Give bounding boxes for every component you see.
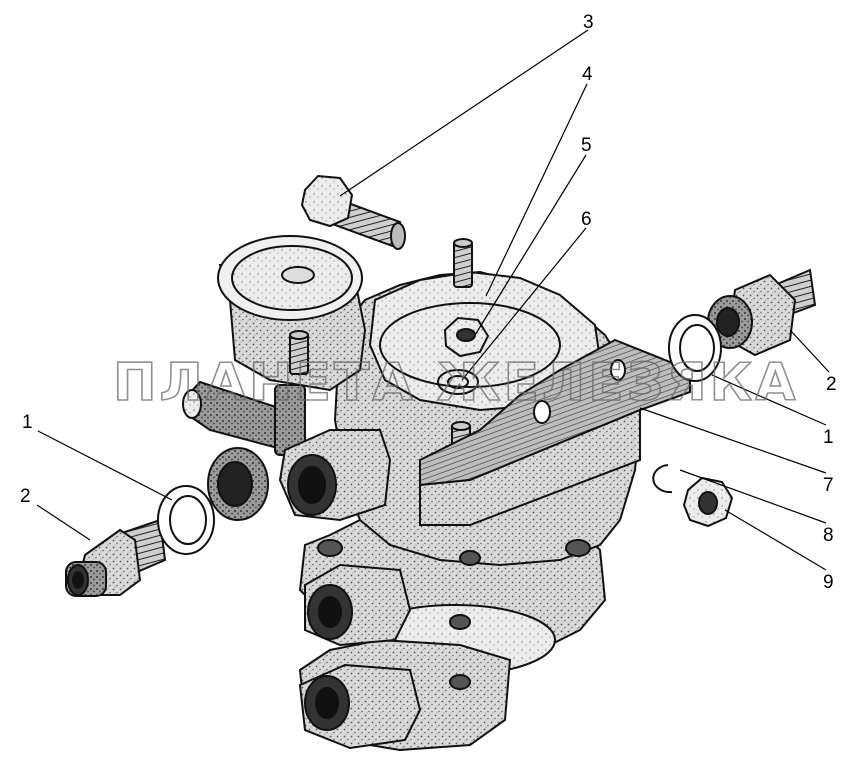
callout-9: 9 xyxy=(823,572,834,593)
callout-1-left: 1 xyxy=(22,412,33,433)
callout-6: 6 xyxy=(581,209,592,230)
bolt-3 xyxy=(300,174,406,250)
center-washer xyxy=(437,369,479,395)
callout-5: 5 xyxy=(581,135,592,156)
bracket-slot xyxy=(610,359,626,381)
leader-lines xyxy=(36,29,830,571)
right-gasket-1 xyxy=(668,314,722,382)
watermark-text: ПЛАНЕТА ЖЕЛЕЗЯКА xyxy=(113,353,798,413)
piston-cap-center xyxy=(281,266,315,284)
callout-7: 7 xyxy=(823,475,834,496)
nut-9 xyxy=(682,476,734,528)
valve-body xyxy=(182,235,642,752)
callout-4: 4 xyxy=(582,64,593,85)
callout-2-left: 2 xyxy=(20,486,31,507)
callout-2-right: 2 xyxy=(826,374,837,395)
left-port-adapter xyxy=(207,447,269,521)
stud-top xyxy=(453,241,473,288)
mounting-bracket xyxy=(419,338,691,526)
callout-8: 8 xyxy=(823,525,834,546)
left-fitting-2 xyxy=(65,518,167,597)
right-fitting-2 xyxy=(707,268,817,357)
left-gasket-1 xyxy=(157,485,215,555)
spring-washer-8 xyxy=(652,464,673,494)
callout-labels: 3 4 5 6 1 2 2 1 7 8 9 xyxy=(20,12,837,593)
callout-3: 3 xyxy=(583,12,594,33)
callout-1-right: 1 xyxy=(823,427,834,448)
bracket-hole xyxy=(533,400,551,424)
